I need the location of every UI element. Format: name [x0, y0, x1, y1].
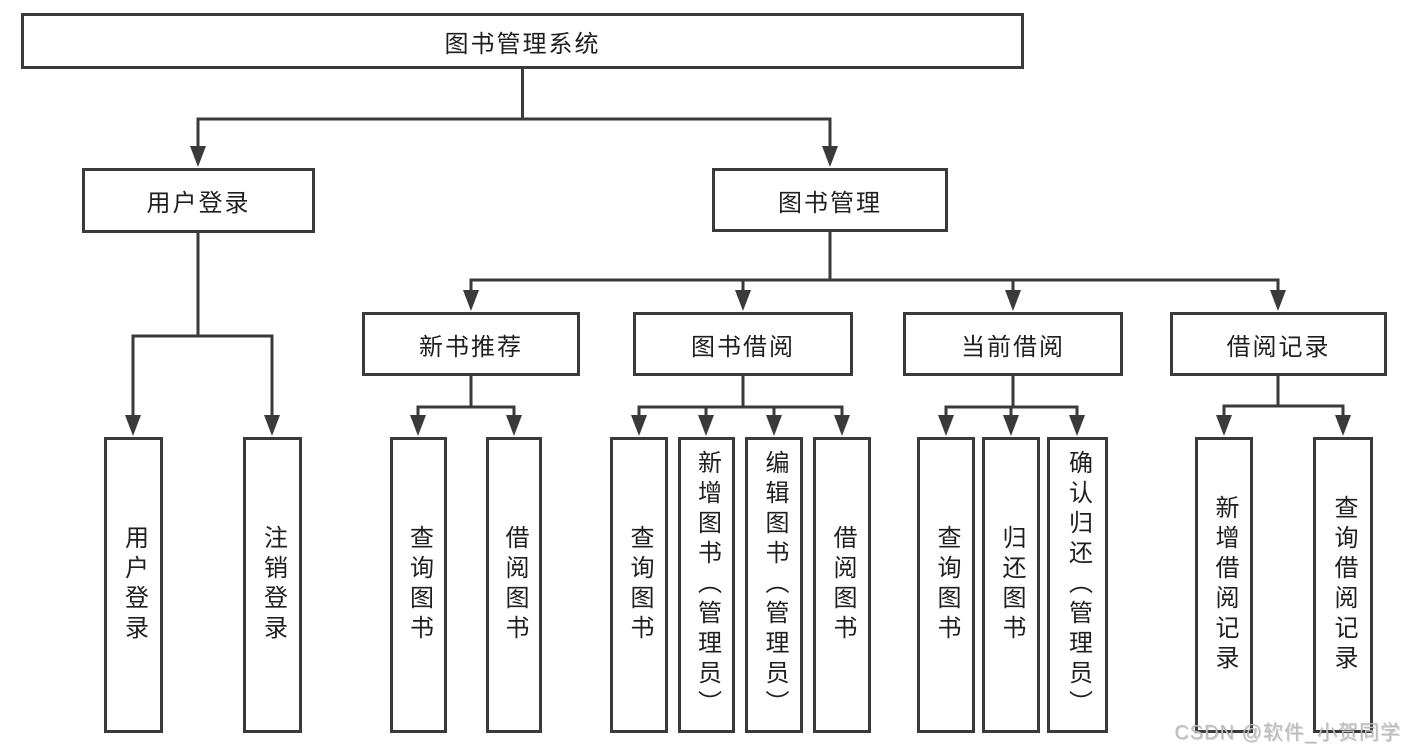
connector-book-management-children: [463, 232, 1286, 311]
node-label: 借阅记录: [1226, 333, 1331, 361]
connector-root-to-level2: [190, 69, 838, 167]
connector-current-borrow-children: [938, 376, 1085, 436]
leaf-logout: 注销登录: [243, 437, 302, 733]
node-label: 用户登录: [146, 190, 251, 217]
node-label: 查询图书: [405, 525, 433, 645]
node-label: 借阅图书: [829, 525, 856, 645]
arrowhead-login: [125, 415, 141, 436]
node-label: 编辑图书（管理员）: [761, 450, 788, 720]
arrowhead-user-login: [190, 146, 206, 167]
node-label: 新增图书（管理员）: [693, 450, 721, 720]
connector-user-login-children: [125, 233, 280, 436]
node-label: 归还图书: [998, 525, 1025, 645]
node-label: 用户登录: [120, 525, 148, 645]
node-label: 查询图书: [626, 525, 653, 645]
arrowhead-new-books: [463, 290, 479, 311]
node-label: 图书借阅: [691, 333, 795, 361]
node-label: 查询借阅记录: [1330, 495, 1357, 675]
connector-new-books-children: [410, 376, 522, 436]
leaf-user-login: 用户登录: [104, 437, 163, 733]
leaf-borrow-books-2: 借阅图书: [813, 437, 871, 733]
node-label: 新增借阅记录: [1211, 495, 1238, 675]
leaf-add-borrow-record: 新增借阅记录: [1195, 437, 1253, 733]
connector-borrow-records-children: [1216, 376, 1351, 436]
leaf-edit-books-admin: 编辑图书（管理员）: [745, 437, 803, 733]
node-label: 确认归还（管理员）: [1064, 450, 1092, 720]
node-user-login: 用户登录: [82, 168, 315, 233]
connector-book-borrow-children: [631, 376, 850, 436]
leaf-query-books-3: 查询图书: [917, 437, 975, 733]
node-label: 图书管理系统: [444, 30, 601, 58]
arrowhead-borrow-records: [1270, 290, 1286, 311]
node-label: 查询图书: [933, 525, 960, 645]
leaf-return-books: 归还图书: [982, 437, 1040, 733]
node-label: 当前借阅: [961, 333, 1065, 361]
leaf-borrow-books-1: 借阅图书: [486, 437, 542, 733]
arrowhead-current-borrow: [1005, 290, 1021, 311]
node-borrow-records: 借阅记录: [1170, 312, 1387, 376]
node-new-book-recommend: 新书推荐: [362, 312, 580, 376]
node-label: 图书管理: [778, 189, 882, 217]
arrowhead-logout: [264, 415, 280, 436]
node-label: 新书推荐: [419, 333, 523, 361]
arrowhead-book-borrow: [735, 290, 751, 311]
node-root-system: 图书管理系统: [21, 13, 1024, 69]
arrowhead-book-management: [822, 146, 838, 167]
leaf-confirm-return-admin: 确认归还（管理员）: [1047, 437, 1108, 733]
node-current-borrow: 当前借阅: [903, 312, 1123, 376]
leaf-query-books-1: 查询图书: [390, 437, 447, 733]
node-label: 注销登录: [259, 525, 287, 645]
leaf-query-borrow-record: 查询借阅记录: [1313, 437, 1373, 733]
node-label: 借阅图书: [501, 525, 528, 645]
node-book-borrow: 图书借阅: [633, 312, 853, 376]
leaf-query-books-2: 查询图书: [610, 437, 668, 733]
node-book-management: 图书管理: [712, 168, 948, 232]
csdn-watermark: CSDN @软件_小贺同学: [1174, 722, 1401, 744]
leaf-add-books-admin: 新增图书（管理员）: [678, 437, 735, 733]
